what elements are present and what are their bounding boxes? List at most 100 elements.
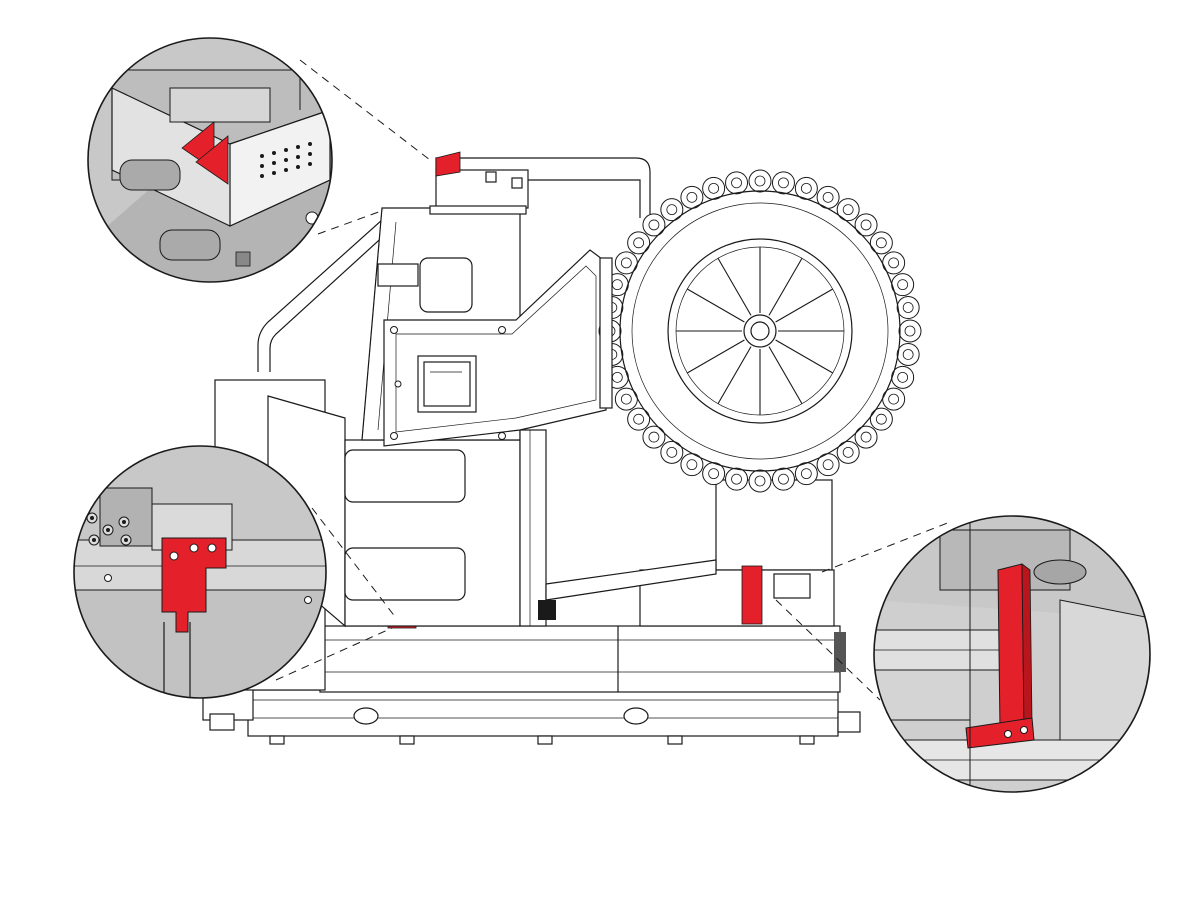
tool-pocket: [748, 469, 772, 493]
plate-hole: [260, 154, 264, 158]
leveling-feet: [269, 707, 815, 745]
tool-pocket-bore: [842, 204, 854, 216]
plate-hole: [308, 162, 312, 166]
callout-frame: [873, 515, 1151, 793]
tool-pocket: [660, 440, 684, 464]
tool-pocket-bore: [860, 431, 872, 443]
tool-pockets: [598, 169, 922, 493]
callout-red-post-base: [965, 717, 1035, 749]
tool-pocket-bore: [800, 468, 812, 480]
callout-red-support-post: [997, 563, 1025, 731]
tool-pocket-bore: [897, 371, 909, 383]
plate-hole: [284, 168, 288, 172]
carousel-spoke: [686, 339, 745, 374]
tool-pocket-bore: [904, 325, 916, 337]
tool-pocket-bore: [778, 177, 789, 189]
tool-pocket-bore: [686, 191, 698, 203]
plate-hole: [272, 151, 276, 155]
callout-leaders: [275, 59, 951, 701]
plate-hole: [260, 174, 264, 178]
tool-pocket-bore: [708, 468, 720, 480]
callout-red-arrow-lower: [195, 135, 229, 185]
tool-pocket-bore: [754, 475, 766, 487]
carousel-spoke: [768, 346, 803, 405]
tool-pocket-bore: [888, 393, 900, 405]
tool-pocket-bore: [666, 446, 678, 458]
hex-bolt-center: [92, 538, 96, 542]
hex-bolt-center: [124, 538, 128, 542]
tool-pocket-bore: [620, 257, 632, 269]
tool-pocket: [771, 467, 795, 491]
hex-bolt-center: [90, 516, 94, 520]
tool-pocket-bore: [666, 204, 678, 216]
hex-bolt-center: [106, 528, 110, 532]
tool-pocket: [748, 169, 772, 193]
tool-pocket: [896, 296, 920, 320]
tool-pocket-bore: [822, 459, 834, 471]
tool-pocket: [627, 231, 651, 255]
tool-pocket-bore: [731, 473, 742, 485]
tool-pocket-bore: [633, 237, 645, 249]
plate-hole: [260, 164, 264, 168]
mounting-bolts: [86, 512, 132, 546]
chip-enclosure: [545, 479, 835, 627]
plate-hole: [296, 145, 300, 149]
carousel-spokes: [676, 247, 844, 415]
callout-right: [873, 515, 1151, 793]
tool-pocket-bore: [875, 237, 887, 249]
plate-hole: [272, 161, 276, 165]
machine-main-view: [202, 59, 951, 745]
spindle-head: [383, 249, 607, 447]
tool-pocket: [854, 425, 878, 449]
tool-pocket: [896, 342, 920, 366]
tool-pocket-bore: [633, 413, 645, 425]
tool-pocket: [854, 213, 878, 237]
tool-pocket-bore: [648, 431, 660, 443]
callout-frame: [73, 445, 327, 699]
air-pipe: [257, 157, 651, 372]
callout-top-left: [87, 37, 333, 283]
carousel-spoke: [717, 346, 752, 405]
tool-pocket: [836, 198, 860, 222]
tool-pocket: [725, 171, 749, 195]
tool-pocket-bore: [686, 459, 698, 471]
tool-pocket: [660, 198, 684, 222]
z-axis-motor-housing: [429, 151, 529, 215]
carousel-spoke: [686, 288, 745, 323]
tool-pocket: [869, 407, 893, 431]
tool-pocket: [627, 407, 651, 431]
tool-pocket: [725, 467, 749, 491]
plate-hole: [284, 158, 288, 162]
tool-pocket-bore: [620, 393, 632, 405]
tool-pocket-bore: [822, 191, 834, 203]
carousel-spoke: [768, 257, 803, 316]
tool-pocket-bore: [731, 177, 742, 189]
tool-pocket-bore: [842, 446, 854, 458]
carousel-spoke: [775, 288, 834, 323]
hex-bolt-center: [122, 520, 126, 524]
tool-pocket: [836, 440, 860, 464]
tool-pocket-bore: [778, 473, 789, 485]
tool-pocket: [771, 171, 795, 195]
plate-hole: [296, 155, 300, 159]
carousel-spoke: [775, 339, 834, 374]
tool-carousel: [598, 169, 922, 493]
tool-pocket: [642, 213, 666, 237]
tool-pocket-bore: [888, 257, 900, 269]
red-arrow-marker: [435, 151, 461, 177]
tool-pocket-bore: [902, 349, 914, 360]
tool-pocket: [869, 231, 893, 255]
red-support-post: [741, 565, 763, 625]
tool-pocket-bore: [800, 182, 812, 194]
plate-hole: [272, 171, 276, 175]
tool-pocket-bore: [754, 175, 766, 187]
tool-pocket-bore: [897, 279, 909, 291]
tool-pocket-bore: [875, 413, 887, 425]
plate-hole: [296, 165, 300, 169]
tool-pocket: [898, 319, 922, 343]
perforated-plate: [260, 142, 312, 178]
callout-frame: [87, 37, 333, 283]
carousel-hub: [743, 314, 777, 348]
